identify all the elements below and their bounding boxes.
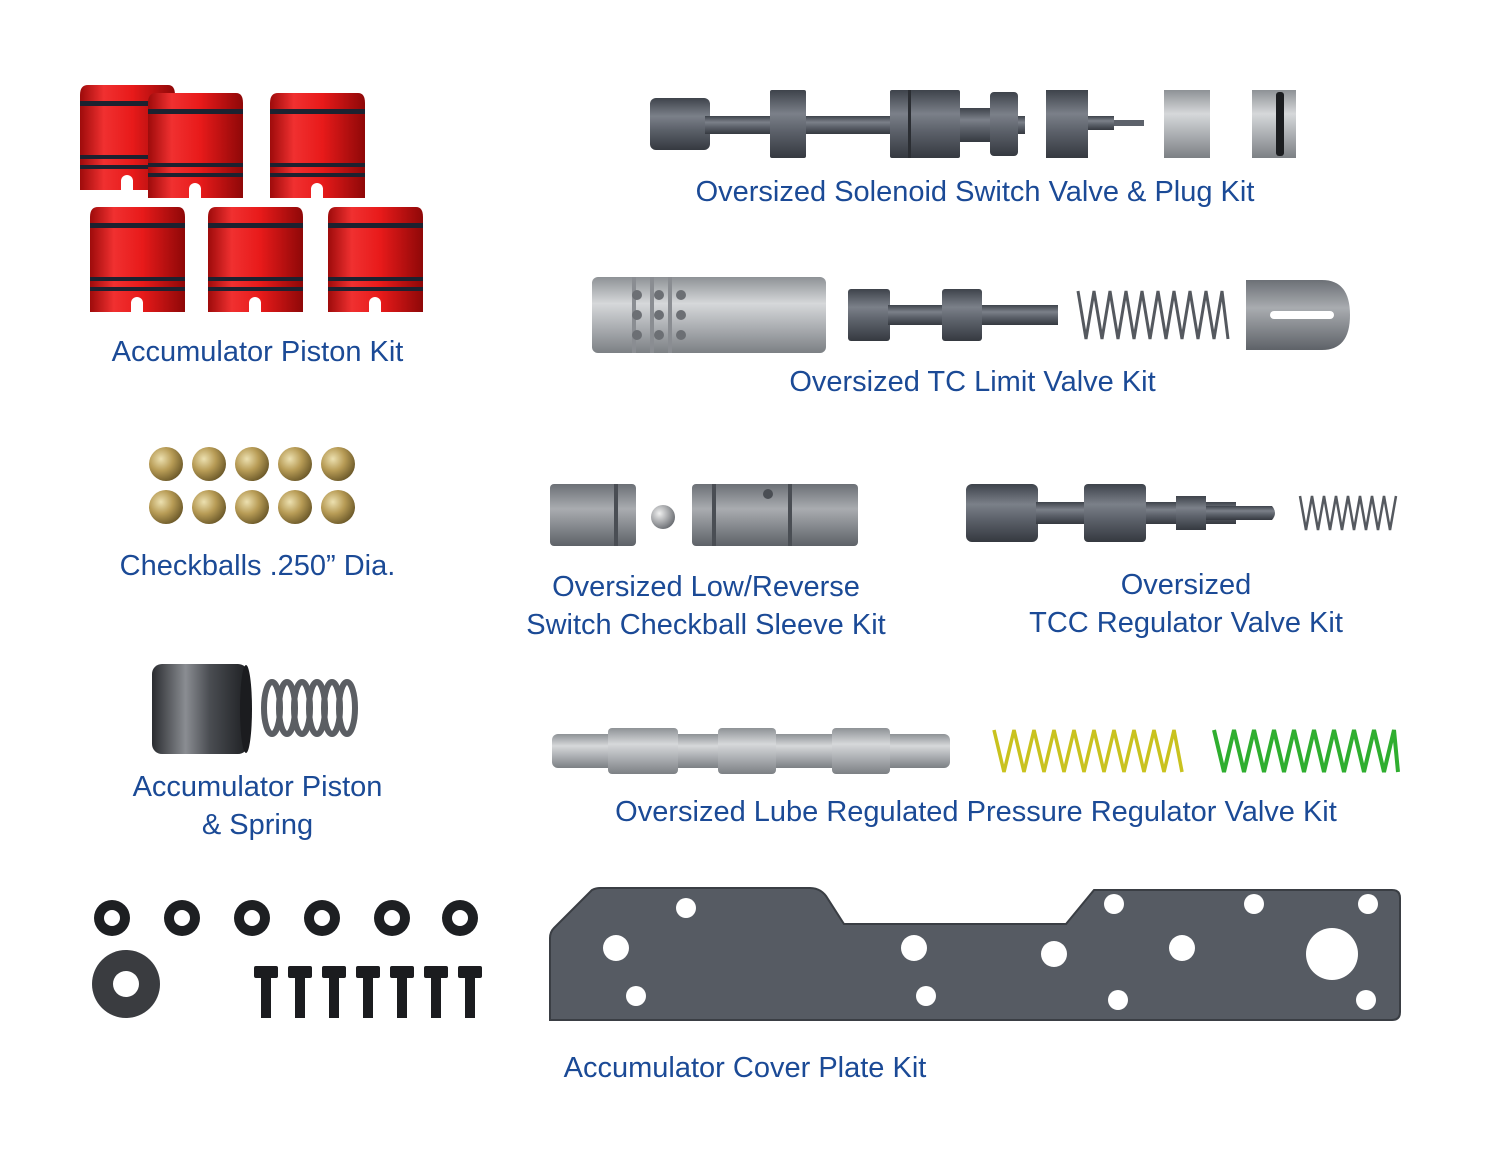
tc-spring-icon bbox=[1076, 290, 1230, 340]
low-reverse-sleeve-image bbox=[550, 484, 858, 546]
tc-limit-valve-label: Oversized TC Limit Valve Kit bbox=[789, 366, 1156, 398]
piston-and-spring-label: Accumulator Piston & Spring bbox=[80, 768, 435, 844]
accumulator-piston-kit-image bbox=[80, 85, 423, 312]
cover-plate-image bbox=[549, 887, 1401, 1021]
low-reverse-label-line-2: Switch Checkball Sleeve Kit bbox=[526, 609, 886, 641]
cover-plate-hardware-image bbox=[92, 900, 482, 1018]
tcc-spring-icon bbox=[1298, 495, 1398, 531]
solenoid-switch-valve-image bbox=[650, 90, 1296, 158]
piston-and-spring-image bbox=[152, 664, 358, 754]
checkballs-label: Checkballs .250” Dia. bbox=[119, 550, 396, 582]
tcc-regulator-valve-image bbox=[966, 484, 1398, 542]
piston-spring-label-line-1: Accumulator Piston bbox=[132, 771, 383, 803]
tcc-regulator-label: Oversized TCC Regulator Valve Kit bbox=[990, 566, 1382, 642]
tcc-label-line-1: Oversized bbox=[1120, 569, 1252, 601]
piston-spring-label-line-2: & Spring bbox=[201, 809, 314, 841]
low-reverse-sleeve-label: Oversized Low/Reverse Switch Checkball S… bbox=[490, 568, 922, 644]
tcc-label-line-2: TCC Regulator Valve Kit bbox=[1029, 607, 1343, 639]
green-spring-icon bbox=[1212, 729, 1400, 773]
yellow-spring-icon bbox=[992, 729, 1184, 773]
cover-plate-label: Accumulator Cover Plate Kit bbox=[563, 1052, 927, 1084]
solenoid-switch-valve-label: Oversized Solenoid Switch Valve & Plug K… bbox=[695, 176, 1255, 208]
accumulator-piston-kit-label: Accumulator Piston Kit bbox=[111, 336, 404, 368]
checkballs-image bbox=[149, 447, 355, 524]
lube-regulated-valve-image bbox=[552, 728, 1400, 774]
tc-limit-valve-image bbox=[592, 277, 1350, 353]
low-reverse-label-line-1: Oversized Low/Reverse bbox=[552, 571, 860, 603]
lube-regulated-valve-label: Oversized Lube Regulated Pressure Regula… bbox=[615, 796, 1337, 828]
